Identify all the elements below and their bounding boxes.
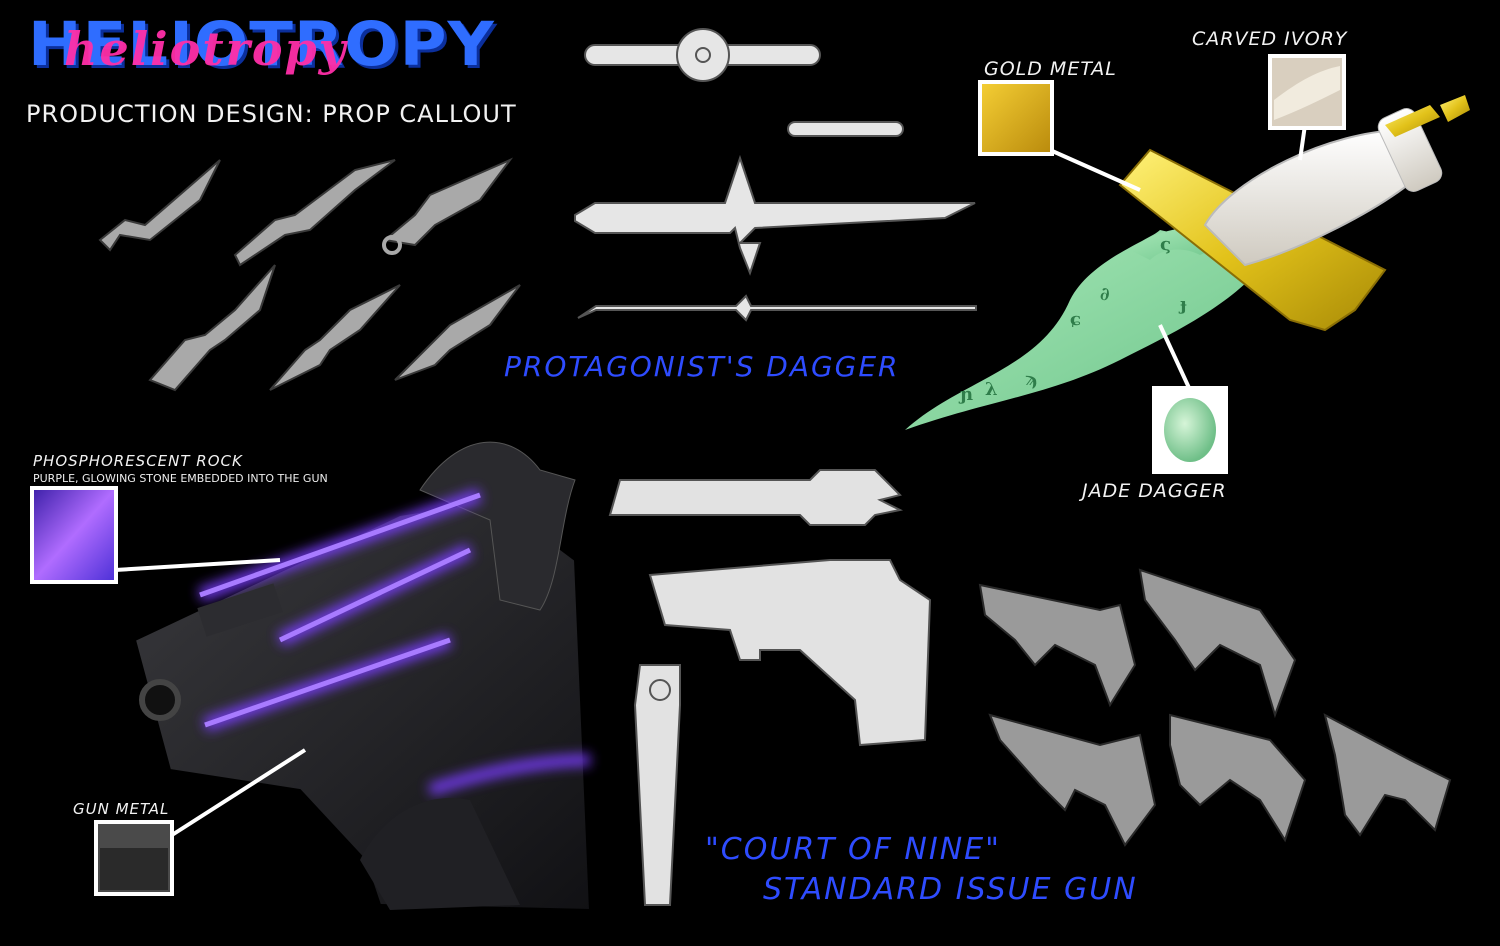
gun-side-view (648, 559, 932, 747)
phosphorescent-rock-description: PURPLE, GLOWING STONE EMBEDDED INTO THE … (33, 472, 328, 485)
dagger-sketch-2 (233, 159, 396, 267)
heliotropy-logo: HELIOTROPY heliotropy (28, 8, 494, 92)
phosphorescent-rock-swatch (30, 486, 118, 584)
rune-glyph: ɕ (1070, 309, 1081, 330)
gun-sketch-3 (988, 713, 1157, 847)
gold-metal-swatch (978, 80, 1054, 156)
phosphorescent-rock-label: PHOSPHORESCENT ROCK (33, 452, 243, 470)
gun-muzzle (139, 679, 181, 721)
gold-pommel-band (1385, 105, 1440, 137)
dagger-profile-main (574, 154, 976, 276)
gold-metal-label: GOLD METAL (984, 58, 1117, 80)
dagger-sketch-3 (382, 157, 514, 247)
court-gun-views (608, 469, 932, 906)
gun-top-view (608, 469, 904, 526)
jade-blade (905, 230, 1270, 430)
rune-glyph: ϡ (1025, 369, 1038, 390)
gun-horse-head (419, 441, 576, 611)
gold-pommel-cap (1440, 95, 1470, 122)
dagger-profile-thin (577, 294, 977, 322)
dagger-sketch-5 (269, 284, 401, 391)
court-gun-title-line1: "COURT OF NINE" (705, 832, 1001, 867)
phosphorescent-gun-render (133, 441, 592, 912)
sheet-subtitle: PRODUCTION DESIGN: PROP CALLOUT (26, 100, 517, 128)
logo-script-text: heliotropy (64, 22, 348, 76)
dagger-sketch-4 (148, 264, 276, 392)
jade-dagger-label: JADE DAGGER (1082, 480, 1227, 502)
dagger-side-small (787, 121, 904, 137)
gun-sketch-5 (1323, 713, 1452, 837)
dagger-sketch-6 (394, 284, 521, 381)
gun-grip (360, 798, 520, 910)
dagger-sketch-1 (98, 159, 221, 252)
dagger-sketches (98, 157, 521, 392)
carved-ivory-label: CARVED IVORY (1192, 28, 1348, 50)
dagger-callout-lines (1049, 124, 1307, 391)
gun-sketch-4 (1169, 713, 1307, 843)
court-gun-title-line2: STANDARD ISSUE GUN (763, 872, 1138, 907)
gun-callout-lines (114, 558, 307, 837)
logo-text: HELIOTROPY (28, 9, 495, 81)
protagonist-dagger-title: PROTAGONIST'S DAGGER (504, 350, 900, 383)
dagger-top-pommel (676, 28, 730, 82)
rune-glyph: λ (985, 379, 998, 400)
gun-front-view (633, 664, 681, 906)
rune-glyph: ς (1160, 234, 1171, 255)
protagonist-dagger-views (574, 28, 977, 322)
gun-sketch-1 (978, 583, 1137, 708)
rune-glyph: ∂ (1100, 284, 1110, 305)
rune-glyph: ɲ (958, 384, 973, 405)
gun-metal-label: GUN METAL (73, 800, 170, 818)
rune-glyph: ɟ (1178, 294, 1187, 315)
jade-dagger-render: ς ∂ ɕ ɟ ϡ λ ɲ (905, 95, 1470, 430)
gun-sketches (978, 568, 1452, 847)
gun-sketch-2 (1138, 568, 1297, 719)
